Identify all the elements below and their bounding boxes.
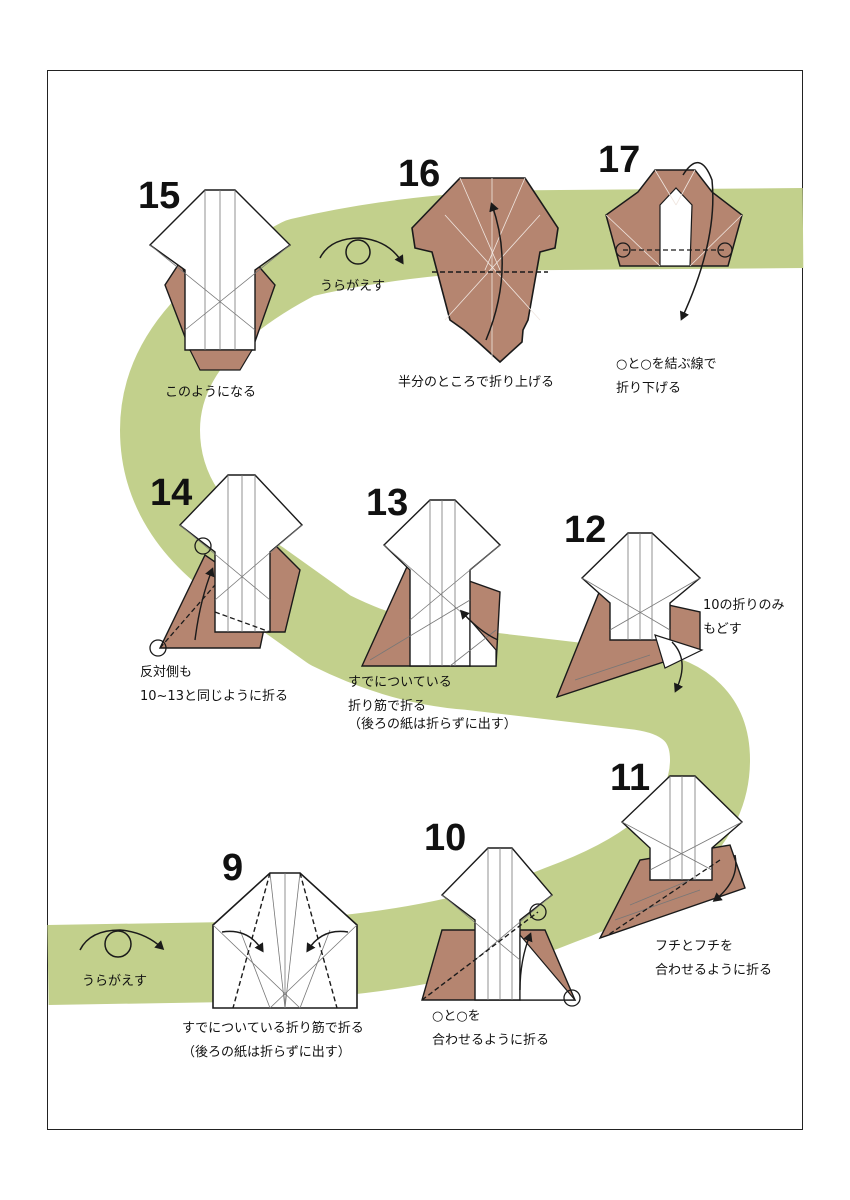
turn-over-label: うらがえす (82, 974, 147, 989)
step-caption: 10~13と同じように折る (140, 689, 288, 704)
fold-arrow (679, 162, 714, 321)
paper-shape (580, 532, 702, 641)
step-caption: 折り筋で折る (348, 698, 426, 714)
step-caption: （後ろの紙は折らずに出す） (182, 1045, 351, 1060)
turn-over-bottom: うらがえす (79, 929, 165, 989)
step-caption: すでについている折り筋で折る (182, 1020, 364, 1036)
step-14: 14 反対側も 10~13と同じように折る (140, 472, 304, 704)
fold-arrow (221, 930, 264, 953)
fold-arrow (459, 609, 499, 641)
step-caption: 合わせるように折る (655, 963, 772, 978)
step-16: 16 半分のところで折り上げる (398, 153, 559, 390)
step-caption: 合わせるように折る (432, 1033, 549, 1048)
step-13: 13 すでについている 折り筋で折る （後ろの紙は折らずに出す） (348, 482, 517, 732)
fold-arrow (519, 932, 533, 991)
step-caption: フチとフチを (655, 939, 733, 954)
step-caption: このようになる (165, 385, 256, 400)
turn-over-label: うらがえす (320, 279, 385, 294)
circle-marker (563, 989, 581, 1007)
circle-marker (529, 903, 547, 921)
step-caption: 反対側も (140, 665, 192, 680)
step-10: 10 ○と○を 合わせるように折る (421, 817, 581, 1048)
circle-marker (194, 537, 212, 555)
fold-arrow (485, 202, 503, 341)
step-number: 16 (398, 153, 440, 195)
step-caption: もどす (703, 622, 742, 637)
step-number: 13 (366, 482, 408, 524)
fold-arrow (306, 930, 349, 953)
step-caption: ○と○を (432, 1009, 481, 1024)
fold-arrow (194, 567, 215, 641)
step-17: 17 ○と○を結ぶ線で 折り下げる (598, 139, 743, 396)
step-number: 17 (598, 139, 640, 181)
step-caption: ○と○を結ぶ線で (616, 356, 717, 372)
fold-arrow (712, 854, 737, 902)
circle-marker (717, 242, 733, 258)
step-caption: すでについている (348, 675, 452, 690)
circle-marker (149, 639, 167, 657)
step-number: 9 (222, 847, 243, 889)
step-number: 11 (610, 757, 650, 799)
step-caption: （後ろの紙は折らずに出す） (348, 717, 517, 732)
step-number: 14 (150, 472, 192, 514)
step-caption: 折り下げる (616, 381, 681, 396)
paper-shape (178, 474, 304, 633)
step-12: 12 10の折りのみ もどす (555, 509, 785, 699)
step-caption: 10の折りのみ (703, 598, 785, 613)
paper-shape (440, 847, 554, 1001)
step-11: 11 フチとフチを 合わせるように折る (598, 757, 772, 978)
page-frame (47, 70, 803, 1130)
step-number: 15 (138, 175, 180, 217)
step-number: 12 (564, 509, 606, 551)
circle-marker (615, 242, 631, 258)
step-caption: 半分のところで折り上げる (398, 375, 554, 390)
step-15: 15 このようになる (138, 175, 292, 400)
step-number: 10 (424, 817, 466, 859)
fold-arrow (671, 641, 684, 693)
turn-over-top: うらがえす (319, 237, 404, 294)
step-9: 9 すでについている折り筋で折る （後ろの紙は折らずに出す） (182, 847, 364, 1060)
